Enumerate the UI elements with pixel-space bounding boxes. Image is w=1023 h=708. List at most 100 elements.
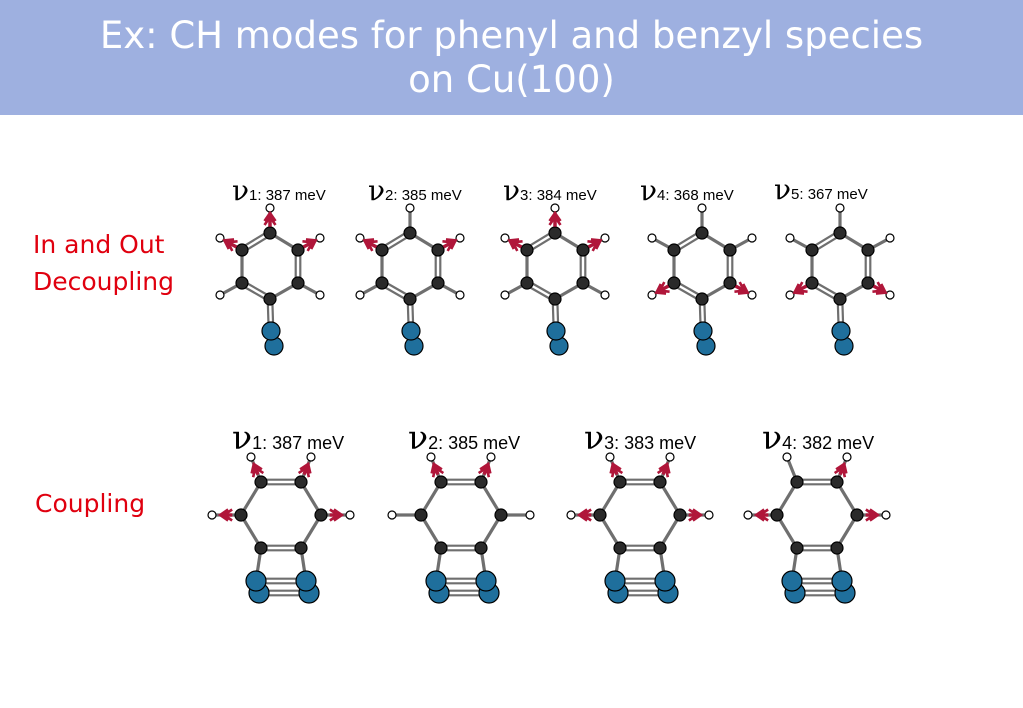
vibration-arrow-head [753,508,765,522]
hydrogen-atom [600,290,610,300]
mode-index: 5 [791,186,800,203]
row2-mode-label-3: ν3: 383 meV [584,418,696,457]
hydrogen-atom [697,203,707,213]
hydrogen-atom [405,203,415,213]
mode-index: 2 [428,433,439,453]
carbon-atom [434,475,448,489]
phenyl-molecule-3 [500,203,610,356]
vibration-arrow-head [221,508,233,522]
mode-index: 1 [249,187,258,204]
carbon-atom [375,243,389,257]
hydrogen-atom [500,290,510,300]
vibration-arrow-head [610,465,624,478]
carbon-atom [520,243,534,257]
nu-symbol: ν [774,173,792,206]
vibration-arrow-head [299,461,312,474]
hydrogen-atom [835,203,845,213]
carbon-atom [613,541,627,555]
hydrogen-atom [306,452,316,462]
copper-atom [604,570,626,592]
benzyl-molecule-1 [207,452,355,604]
vibration-arrow-head [580,508,592,522]
vibration-arrow-head [431,465,445,478]
vibration-arrow-head [263,214,277,226]
vibration-arrow-head [305,238,318,250]
vibration-arrow-head [510,240,523,252]
vibration-arrow-head [688,508,700,522]
row2-mode-label-1: ν1: 387 meV [232,418,344,457]
vibration-arrow-head [445,238,458,250]
carbon-atom [613,475,627,489]
hydrogen-atom [525,510,535,520]
carbon-atom [723,276,737,290]
carbon-atom [695,226,709,240]
carbon-atom [494,508,508,522]
carbon-atom [254,541,268,555]
vibration-arrow-head [477,465,491,478]
mode-energy: : 385 meV [438,433,521,453]
hydrogen-atom [647,290,657,300]
carbon-atom [667,243,681,257]
carbon-atom [474,541,488,555]
carbon-atom [414,508,428,522]
vibration-arrow-head [795,281,808,293]
carbon-atom [805,276,819,290]
hydrogen-atom [605,452,615,462]
row1-mode-label-1: ν1: 387 meV [232,174,326,207]
phenyl-molecule-2 [355,203,465,356]
row1-label-line-2: Decoupling [33,267,174,296]
carbon-atom [548,292,562,306]
carbon-atom [375,276,389,290]
copper-atom [475,570,497,592]
vibration-arrow-head [225,240,238,252]
carbon-atom [403,292,417,306]
hydrogen-atom [215,290,225,300]
vibration-arrow-head [737,283,750,295]
carbon-atom [653,541,667,555]
title-bar: Ex: CH modes for phenyl and benzyl speci… [0,0,1023,115]
copper-atom [831,570,853,592]
copper-atom [425,570,447,592]
hydrogen-atom [747,233,757,243]
carbon-atom [314,508,328,522]
carbon-atom [403,226,417,240]
vibration-arrow-head [222,238,235,250]
nu-symbol: ν [584,418,605,457]
mode-energy: : 367 meV [799,186,868,203]
copper-atom [261,321,281,341]
vibration-arrow-head [576,508,588,522]
mode-energy: : 368 meV [665,187,734,204]
vibration-arrow-head [217,508,229,522]
phenyl-molecule-4 [647,203,757,356]
carbon-atom [548,226,562,240]
carbon-atom [593,508,607,522]
carbon-atom [434,541,448,555]
vibration-arrow-head [507,238,520,250]
benzyl-molecule-3 [566,452,714,604]
hydrogen-atom [345,510,355,520]
mode-energy: : 383 meV [614,433,697,453]
hydrogen-atom [500,233,510,243]
mode-index: 3 [520,187,529,204]
carbon-atom [805,243,819,257]
hydrogen-atom [881,510,891,520]
copper-atom [401,321,421,341]
carbon-atom [653,475,667,489]
row1-label-line-1: In and Out [33,230,165,259]
nu-symbol: ν [503,174,521,207]
hydrogen-atom [704,510,714,520]
mode-energy: : 387 meV [262,433,345,453]
copper-atom [654,570,676,592]
carbon-atom [695,292,709,306]
hydrogen-atom [387,510,397,520]
carbon-atom [234,508,248,522]
carbon-atom [263,292,277,306]
vibration-arrow-head [654,283,667,295]
mode-energy: : 387 meV [257,187,326,204]
vibration-arrow-head [548,214,562,226]
carbon-atom [790,475,804,489]
vibration-arrow-head [329,508,341,522]
benzyl-molecule-2 [387,452,535,604]
carbon-atom [830,541,844,555]
